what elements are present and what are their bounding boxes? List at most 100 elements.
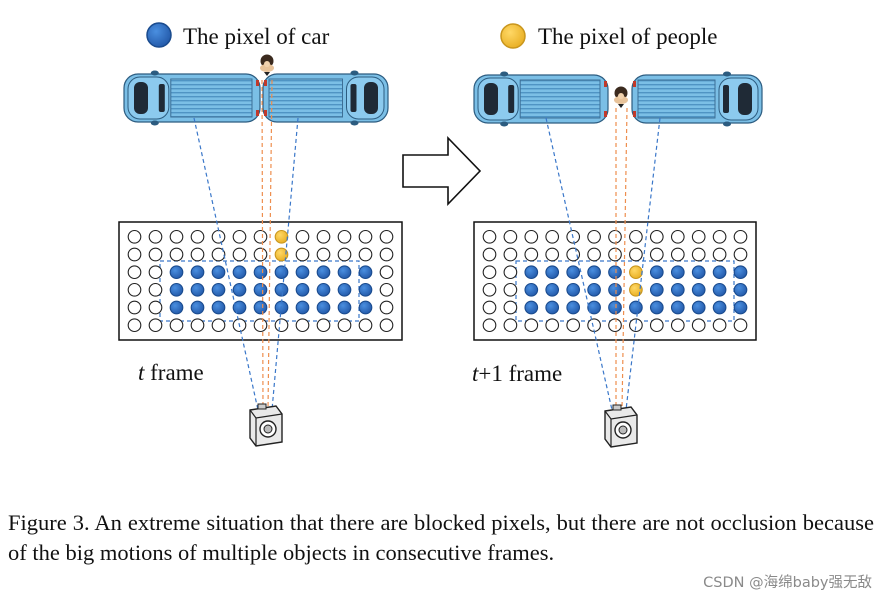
empty-pixel — [169, 318, 184, 333]
car-pixel — [211, 300, 226, 315]
empty-pixel — [337, 318, 352, 333]
car-pixel — [608, 282, 622, 297]
car-pixel — [316, 282, 331, 297]
empty-pixel — [587, 229, 601, 244]
car-pixel — [274, 265, 289, 280]
empty-pixel — [503, 318, 518, 333]
car-pixel — [649, 265, 664, 280]
empty-pixel — [148, 300, 163, 315]
people-pixel — [274, 247, 289, 262]
empty-pixel — [169, 247, 184, 262]
ray-person-left-a — [261, 79, 264, 411]
car-pixel — [566, 265, 581, 280]
car-pixel — [274, 282, 289, 297]
empty-pixel — [733, 229, 748, 244]
car-pixel — [649, 282, 664, 297]
car-pixel — [587, 282, 601, 297]
empty-pixel — [295, 318, 310, 333]
empty-pixel — [503, 247, 518, 262]
empty-pixel — [608, 247, 622, 262]
car-pixel — [649, 300, 664, 315]
empty-pixel — [545, 229, 560, 244]
empty-pixel — [608, 318, 622, 333]
empty-pixel — [482, 229, 497, 244]
empty-pixel — [691, 318, 706, 333]
car-pixel — [691, 265, 706, 280]
empty-pixel — [482, 247, 497, 262]
empty-pixel — [148, 247, 163, 262]
empty-pixel — [358, 229, 373, 244]
empty-pixel — [503, 300, 518, 315]
empty-pixel — [566, 318, 581, 333]
empty-pixel — [232, 229, 247, 244]
pixel-grid-t-plus-1 — [473, 221, 757, 341]
car-pixel — [232, 282, 247, 297]
car-pixel — [545, 282, 560, 297]
empty-pixel — [482, 265, 497, 280]
empty-pixel — [211, 318, 226, 333]
empty-pixel — [545, 247, 560, 262]
car-pixel — [358, 265, 373, 280]
car-pixel — [629, 300, 643, 315]
empty-pixel — [316, 247, 331, 262]
car-pixel — [524, 300, 539, 315]
car-pixel — [232, 265, 247, 280]
time-arrow — [402, 136, 482, 206]
legend-people-label: The pixel of people — [538, 24, 717, 49]
empty-pixel — [545, 318, 560, 333]
car-pixel — [295, 282, 310, 297]
projection-rays — [193, 79, 661, 411]
car-pixel — [587, 265, 601, 280]
empty-pixel — [211, 229, 226, 244]
empty-pixel — [670, 247, 685, 262]
car-pixel — [253, 265, 268, 280]
empty-pixel — [379, 265, 394, 280]
frame-label-t-plus-1: t+1 frame — [472, 361, 562, 386]
ray-person-right-b — [621, 107, 628, 411]
empty-pixel — [127, 282, 142, 297]
car-pixel — [691, 282, 706, 297]
empty-pixel — [712, 247, 727, 262]
empty-pixel — [337, 247, 352, 262]
empty-pixel — [524, 318, 539, 333]
ray-car-right-a — [545, 117, 613, 411]
pixel-grid-t — [118, 221, 403, 341]
car-pixel — [733, 282, 748, 297]
empty-pixel — [358, 247, 373, 262]
car-pixel — [545, 300, 560, 315]
car-pixel — [337, 265, 352, 280]
car-pixel — [670, 265, 685, 280]
car-pixel — [169, 265, 184, 280]
legend-people-swatch — [500, 23, 526, 49]
car-left-b — [262, 70, 389, 126]
empty-pixel — [127, 318, 142, 333]
empty-pixel — [503, 229, 518, 244]
car-pixel — [608, 300, 622, 315]
empty-pixel — [482, 300, 497, 315]
empty-pixel — [379, 318, 394, 333]
car-pixel — [169, 300, 184, 315]
empty-pixel — [127, 265, 142, 280]
empty-pixel — [379, 229, 394, 244]
person-left — [260, 54, 274, 76]
empty-pixel — [649, 229, 664, 244]
empty-pixel — [148, 229, 163, 244]
empty-pixel — [670, 318, 685, 333]
car-pixel — [587, 300, 601, 315]
car-pixel — [733, 300, 748, 315]
empty-pixel — [148, 265, 163, 280]
empty-pixel — [482, 282, 497, 297]
empty-pixel — [190, 318, 205, 333]
car-right-a — [473, 71, 609, 127]
empty-pixel — [148, 318, 163, 333]
car-pixel — [190, 282, 205, 297]
empty-pixel — [232, 247, 247, 262]
empty-pixel — [295, 247, 310, 262]
cars-layer — [123, 70, 763, 127]
car-pixel — [211, 282, 226, 297]
empty-pixel — [566, 247, 581, 262]
empty-pixel — [127, 247, 142, 262]
empty-pixel — [691, 247, 706, 262]
car-pixel — [190, 300, 205, 315]
watermark: CSDN @海绵baby强无敌 — [703, 575, 872, 591]
